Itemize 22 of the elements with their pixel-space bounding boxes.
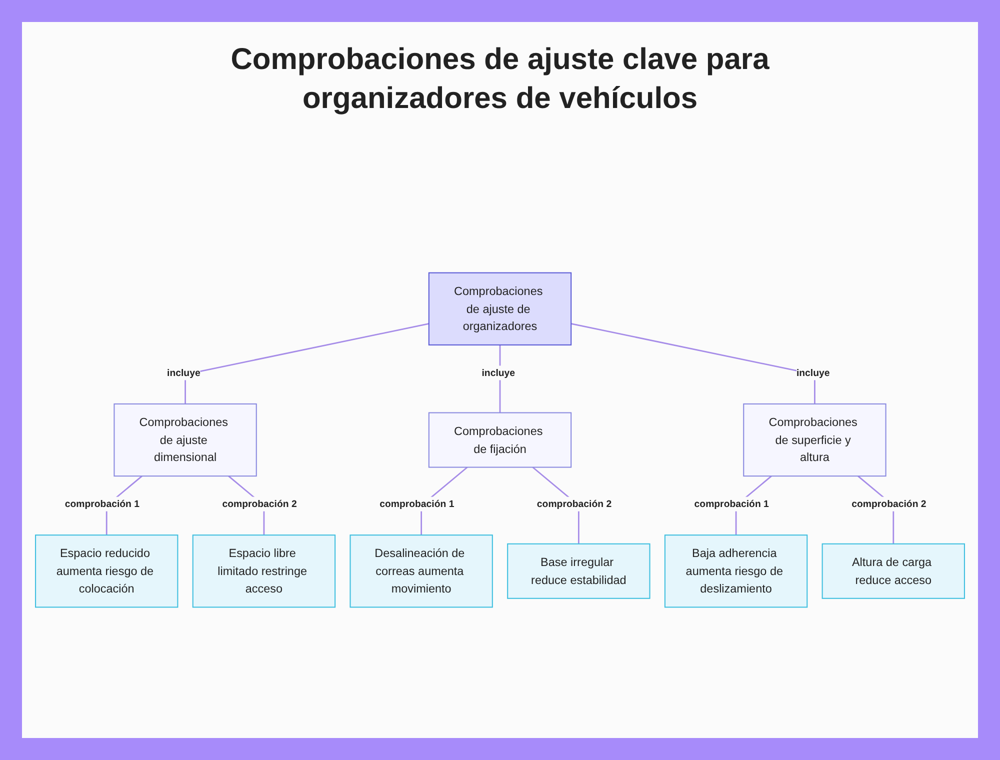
- node-box: Comprobaciones de superficie y altura: [743, 403, 886, 477]
- edge-label: comprobación 1: [64, 498, 140, 510]
- node-box: Baja adherencia aumenta riesgo de deslizamiento: [664, 534, 808, 608]
- node-box: Base irregular reduce estabilidad: [507, 543, 650, 599]
- edge-label: comprobación 2: [222, 498, 297, 510]
- edge-label: incluye: [796, 367, 830, 378]
- connector: [184, 323, 430, 404]
- node-box: Comprobaciones de ajuste dimensional: [114, 403, 257, 477]
- edge-label: comprobación 2: [852, 498, 926, 510]
- edge-label: comprobación 1: [380, 498, 454, 510]
- node-box: Comprobaciones de ajuste de organizadores: [428, 272, 572, 346]
- node-box: Desalineación de correas aumenta movimiento: [350, 534, 493, 608]
- edge-label: incluye: [167, 367, 200, 378]
- connector: [570, 323, 816, 404]
- edge-label: comprobación 2: [536, 498, 612, 510]
- node-box: Espacio reducido aumenta riesgo de colocación: [35, 534, 178, 608]
- edge-label: incluye: [482, 367, 516, 378]
- node-box: Altura de carga reduce acceso: [822, 543, 965, 599]
- edge-label: comprobación 1: [694, 498, 769, 510]
- node-box: Comprobaciones de fijación: [428, 412, 572, 468]
- node-box: Espacio libre limitado restringe acceso: [192, 534, 336, 608]
- title: Comprobaciones de ajuste clave para organizadores de vehículos: [230, 42, 770, 117]
